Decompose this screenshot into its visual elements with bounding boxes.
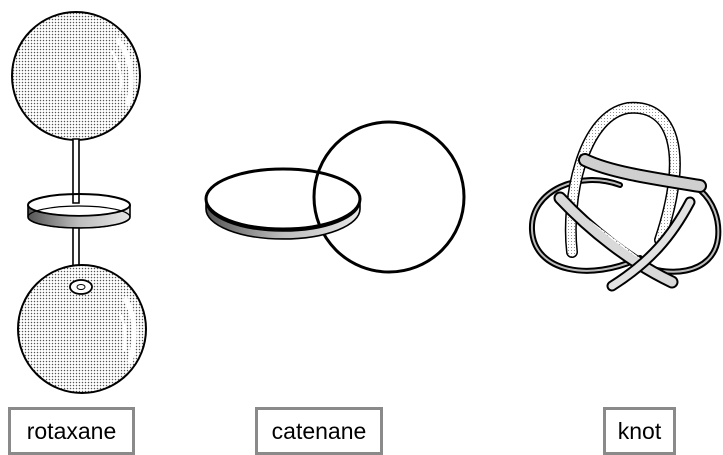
rotaxane-bottom-sphere — [17, 264, 147, 394]
trefoil-knot-diagram — [528, 101, 722, 292]
catenane-label: catenane — [255, 407, 383, 455]
rotaxane-label: rotaxane — [8, 407, 135, 455]
knot-label: knot — [603, 407, 676, 455]
catenane-diagram — [204, 120, 466, 274]
catenane-flat-ring — [204, 167, 362, 240]
rotaxane-axle — [72, 138, 80, 204]
rotaxane-top-sphere — [11, 11, 141, 141]
catenane-large-ring — [312, 120, 466, 274]
rotaxane-diagram — [11, 11, 147, 394]
